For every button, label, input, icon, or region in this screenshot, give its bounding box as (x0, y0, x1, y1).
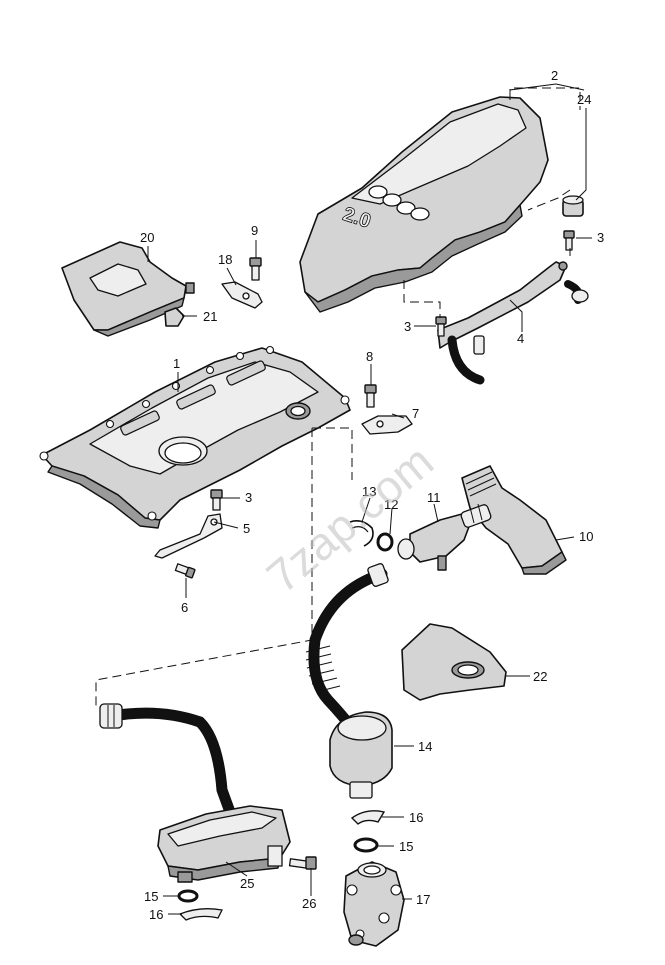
bolt-3-lower (435, 316, 447, 337)
watermark: 7zap.com (257, 435, 443, 603)
clip-16-left (178, 908, 223, 921)
callout-2: 2 (551, 68, 558, 83)
bolt-3-upper (563, 230, 575, 251)
bolt-3-middle (210, 489, 223, 511)
callout-10: 10 (579, 529, 593, 544)
callout-15-left: 15 (144, 889, 158, 904)
callout-13: 13 (362, 484, 376, 499)
bolt-6 (174, 563, 196, 579)
callout-17: 17 (416, 892, 430, 907)
intake-hose (461, 465, 567, 575)
grommet (562, 195, 584, 217)
valve-housing (343, 861, 405, 947)
callout-1: 1 (173, 356, 180, 371)
callout-7: 7 (412, 406, 419, 421)
o-ring-15-center (353, 837, 379, 853)
callout-11: 11 (427, 490, 441, 505)
callout-6: 6 (181, 600, 188, 615)
callout-22: 22 (533, 669, 547, 684)
callout-25: 25 (240, 876, 254, 891)
callout-4: 4 (517, 331, 524, 346)
clip-16-center (350, 810, 386, 825)
callout-16-left: 16 (149, 907, 163, 922)
pcv-valve (397, 503, 492, 571)
callout-3-lower: 3 (404, 319, 411, 334)
callout-21: 21 (203, 309, 217, 324)
shield-cover (61, 241, 195, 337)
bracket-5 (154, 513, 223, 559)
separator-housing (157, 805, 291, 883)
callout-24: 24 (577, 92, 591, 107)
callout-5: 5 (243, 521, 250, 536)
o-ring-15-left (177, 889, 199, 903)
callout-8: 8 (366, 349, 373, 364)
callout-3-upper: 3 (597, 230, 604, 245)
callout-labels: 2 24 3 3 4 20 21 18 9 1 8 7 3 5 6 13 12 … (140, 68, 604, 922)
callout-3-middle: 3 (245, 490, 252, 505)
callout-16-center: 16 (409, 810, 423, 825)
callout-15-center: 15 (399, 839, 413, 854)
heat-shield-22 (401, 623, 507, 701)
oil-separator (329, 711, 393, 799)
clip-13 (349, 520, 374, 547)
bracket-7 (361, 415, 413, 435)
callout-14: 14 (418, 739, 432, 754)
callout-9: 9 (251, 223, 258, 238)
bolt-9 (249, 257, 262, 281)
bracket-18 (221, 281, 263, 309)
callout-12: 12 (384, 497, 398, 512)
callout-18: 18 (218, 252, 232, 267)
bolt-8 (364, 384, 377, 408)
leader-lines (147, 83, 592, 915)
crankcase-breather-hose (99, 703, 236, 818)
clip-21 (164, 307, 185, 327)
breather-hose (305, 563, 389, 734)
callout-20: 20 (140, 230, 154, 245)
bracket-pipe (437, 261, 589, 385)
callout-26: 26 (302, 896, 316, 911)
engine-cover: 2.0 (299, 96, 549, 313)
bolt-26 (288, 856, 317, 870)
o-ring-12 (376, 532, 394, 552)
valve-cover (39, 345, 351, 529)
